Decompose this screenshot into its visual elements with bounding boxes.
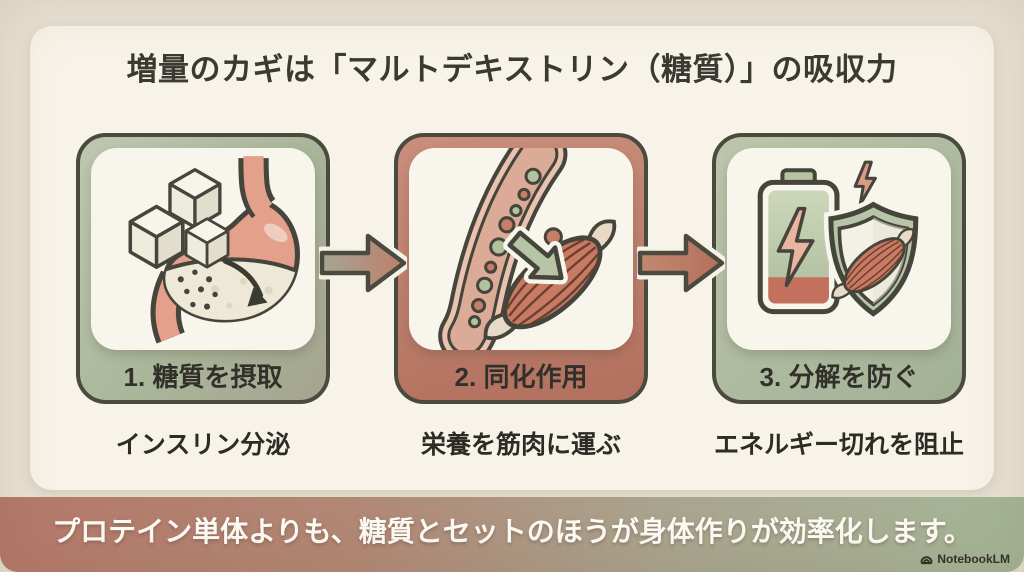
notebooklm-watermark: NotebookLM	[920, 552, 1010, 566]
step-card-1: 1. 糖質を摂取	[76, 133, 330, 404]
step-1-caption: インスリン分泌	[115, 431, 291, 459]
step-card-2: 2. 同化作用	[394, 133, 648, 404]
conclusion-text: プロテイン単体よりも、糖質とセットのほうが身体作りが効率化します。	[52, 515, 972, 547]
vessel-nutrients-to-muscle-icon	[438, 148, 633, 350]
conclusion-banner: プロテイン単体よりも、糖質とセットのほうが身体作りが効率化します。	[0, 497, 1024, 572]
step-2-label: 2. 同化作用	[454, 362, 588, 392]
step-2-caption: 栄養を筋肉に運ぶ	[420, 431, 621, 459]
step-3-label: 3. 分解を防ぐ	[759, 362, 919, 392]
step-1-illustration-tile	[91, 148, 315, 350]
watermark-label: NotebookLM	[937, 552, 1010, 566]
step-card-3: 3. 分解を防ぐ	[712, 133, 966, 404]
battery-shield-muscle-icon	[757, 160, 927, 350]
sugar-cubes-into-stomach-icon	[128, 156, 300, 344]
step-1-label: 1. 糖質を摂取	[123, 362, 283, 392]
step-3-caption: エネルギー切れを阻止	[713, 431, 964, 459]
step-2-illustration-tile	[409, 148, 633, 350]
step-3-illustration-tile	[727, 148, 951, 350]
flow-arrow-right-icon	[637, 230, 725, 296]
page-title: 増量のカギは「マルトデキストリン（糖質）」の吸収力	[126, 52, 898, 87]
flow-arrow-right-icon	[319, 230, 407, 296]
notebooklm-logo-icon	[920, 555, 933, 564]
